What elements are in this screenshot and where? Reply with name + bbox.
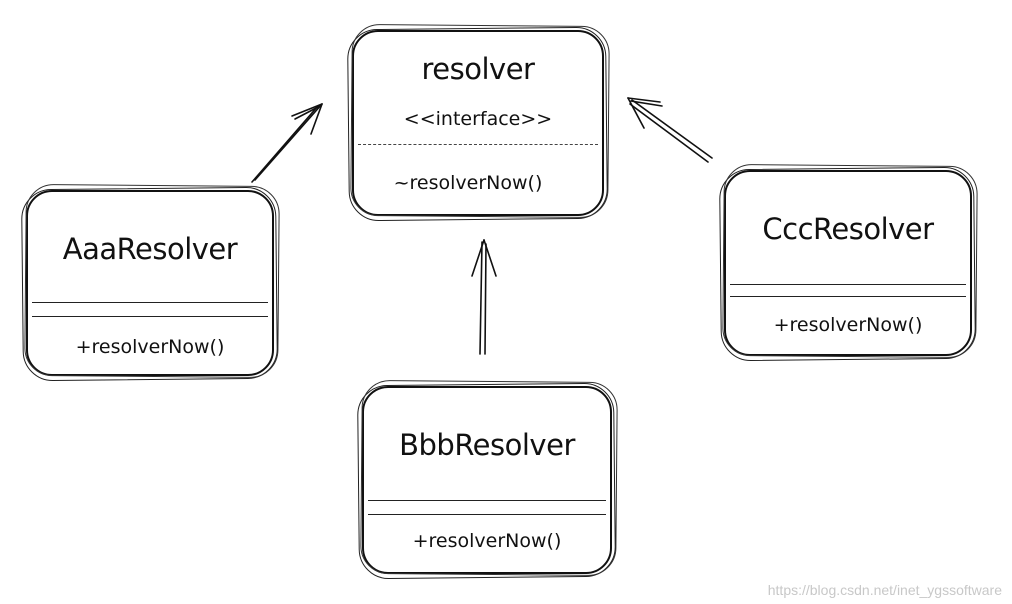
class-box-bbb-resolver: BbbResolver +resolverNow() xyxy=(362,386,612,574)
watermark: https://blog.csdn.net/inet_ygssoftware xyxy=(767,582,1002,598)
class-divider-top xyxy=(730,284,966,285)
interface-name: resolver xyxy=(421,52,535,86)
arrow-bbb-to-resolver xyxy=(471,239,497,355)
class-box-aaa-resolver: AaaResolver +resolverNow() xyxy=(26,190,274,376)
interface-divider xyxy=(358,144,598,145)
arrow-aaa-to-resolver xyxy=(251,103,323,183)
class-method: +resolverNow() xyxy=(773,314,923,336)
interface-stereotype: <<interface>> xyxy=(403,108,553,130)
interface-method: ~resolverNow() xyxy=(393,172,543,194)
class-method: +resolverNow() xyxy=(412,530,562,552)
class-name: BbbResolver xyxy=(399,428,575,462)
class-divider-bottom xyxy=(32,316,268,317)
class-divider-top xyxy=(368,500,606,501)
class-name: AaaResolver xyxy=(62,232,238,266)
class-method: +resolverNow() xyxy=(75,336,225,358)
class-box-ccc-resolver: CccResolver +resolverNow() xyxy=(724,170,972,356)
class-divider-top xyxy=(32,302,268,303)
arrow-ccc-to-resolver xyxy=(627,97,713,163)
class-divider-bottom xyxy=(730,296,966,297)
interface-box-resolver: resolver <<interface>> ~resolverNow() xyxy=(352,30,604,216)
class-divider-bottom xyxy=(368,514,606,515)
class-name: CccResolver xyxy=(762,212,934,246)
